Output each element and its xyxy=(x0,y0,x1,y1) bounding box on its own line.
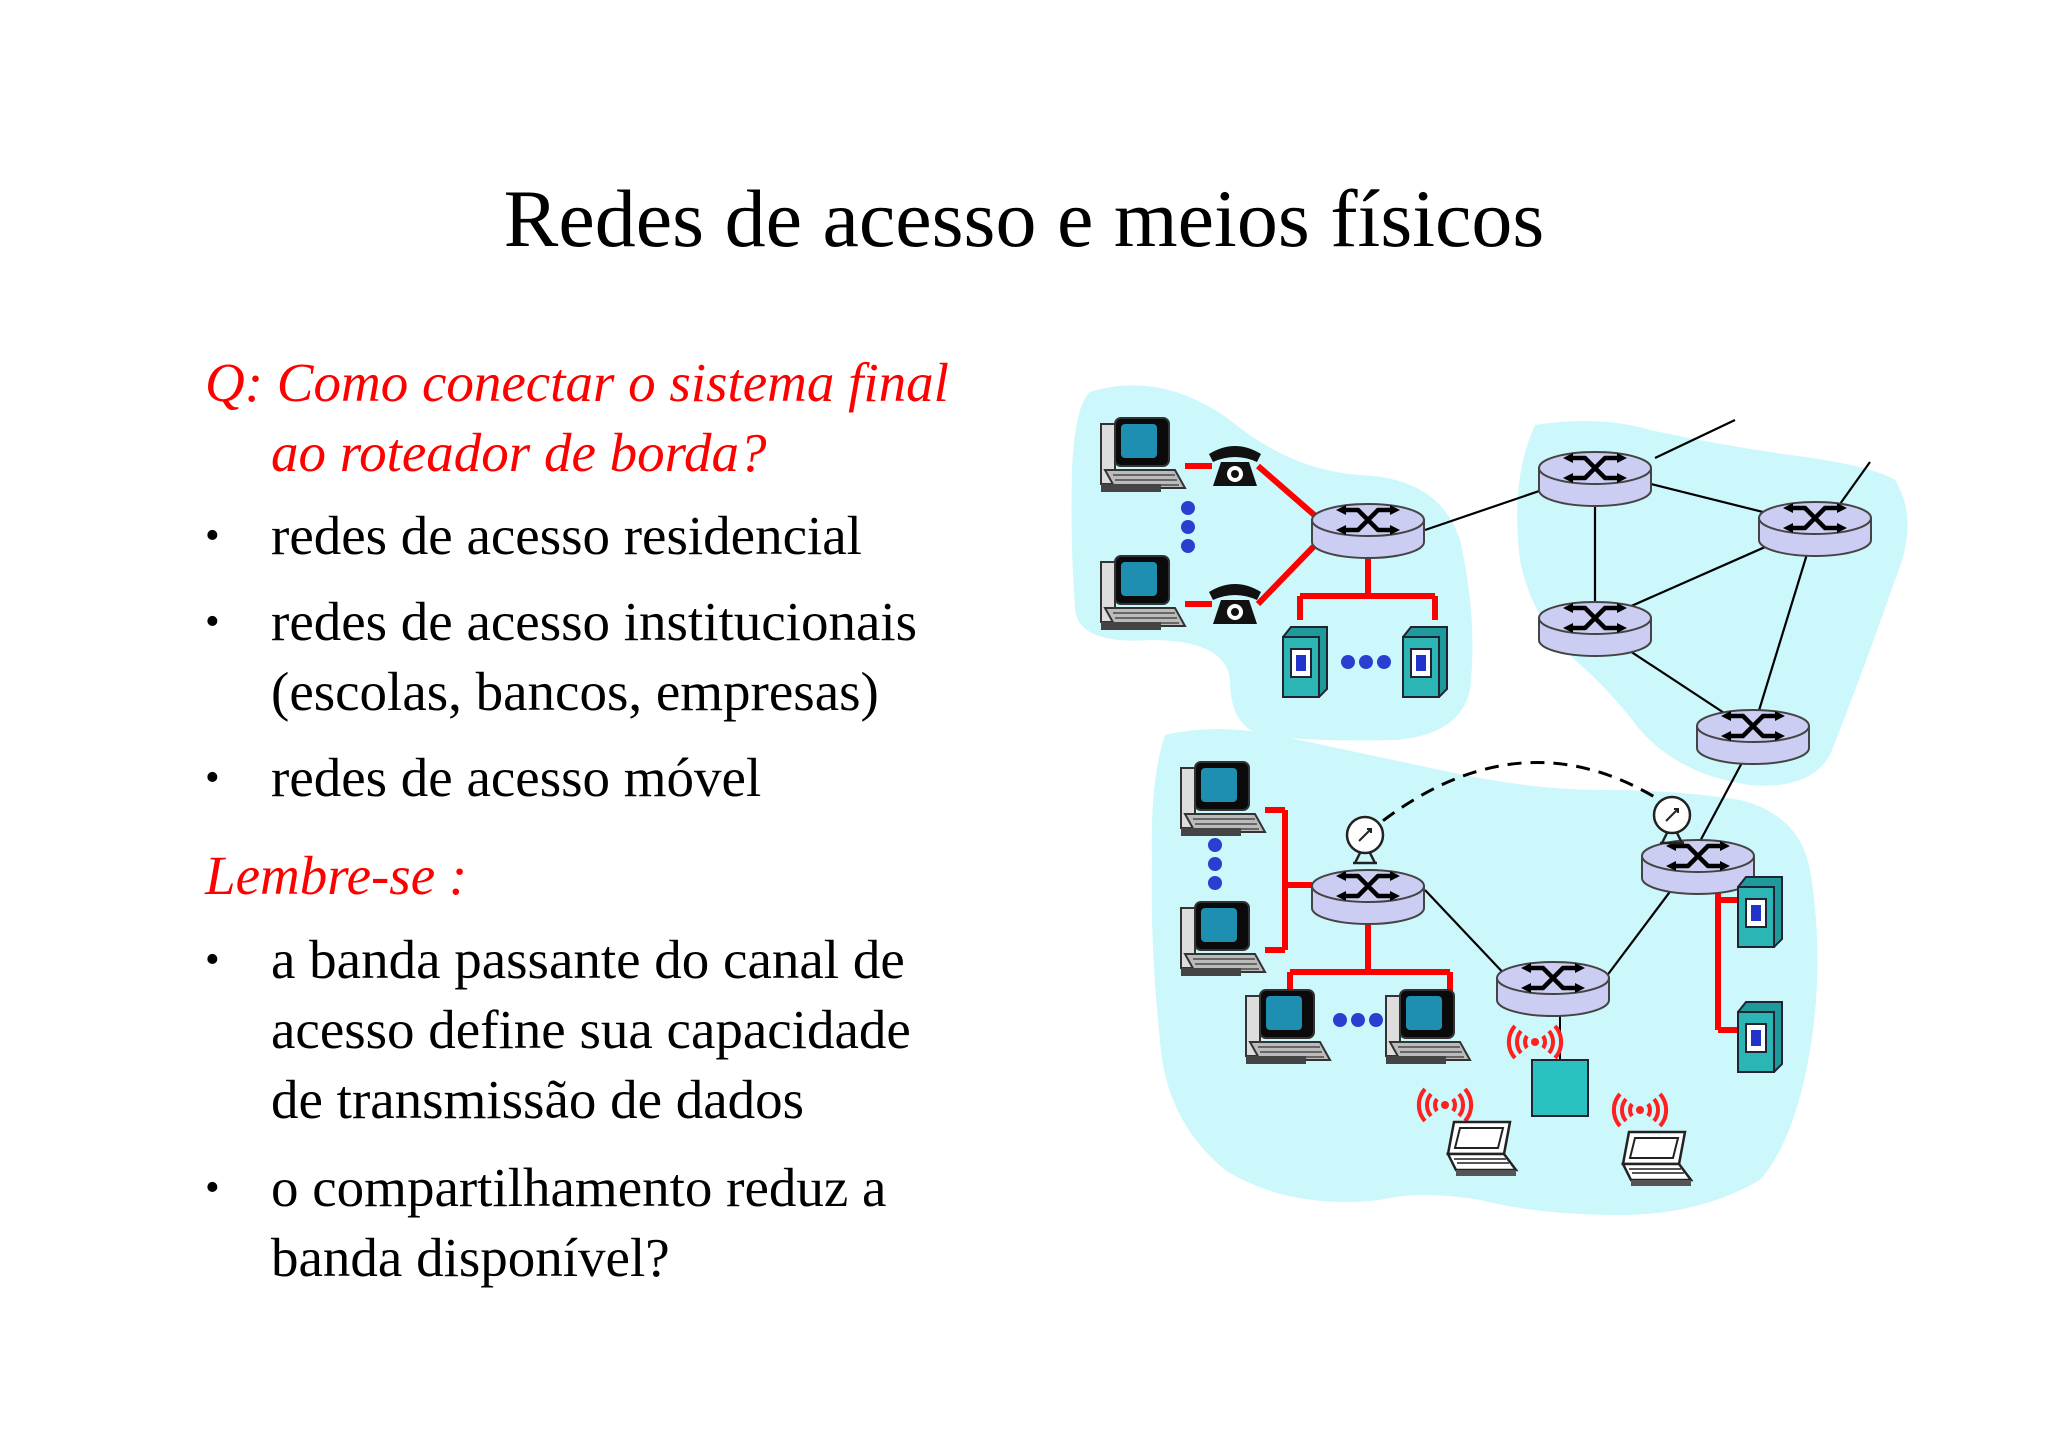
dots-icon xyxy=(1181,501,1195,553)
bullet-text-cont: de transmissão de dados xyxy=(271,1069,805,1130)
dots-icon xyxy=(1333,1013,1383,1027)
bullet-residential: • redes de acesso residencial xyxy=(205,501,1055,571)
server-icon xyxy=(1737,1001,1783,1073)
bullet-text: a banda passante do canal de xyxy=(271,929,905,990)
router-icon xyxy=(1642,840,1754,894)
laptop-icon xyxy=(1621,1130,1693,1188)
dots-icon xyxy=(1341,655,1391,669)
text-column: Q: Como conectar o sistema final ao rote… xyxy=(205,348,1055,1293)
bullet-dot: • xyxy=(205,1165,220,1211)
router-icon xyxy=(1497,962,1609,1016)
bullet-text: redes de acesso móvel xyxy=(271,747,762,808)
bullet-dot: • xyxy=(205,937,220,983)
question-line-2: ao roteador de borda? xyxy=(271,422,767,483)
bullet-text: o compartilhamento reduz a xyxy=(271,1157,887,1218)
bullet-list-bottom: • a banda passante do canal de acesso de… xyxy=(205,925,1055,1293)
bullet-bandwidth: • a banda passante do canal de acesso de… xyxy=(205,925,1055,1135)
remember-heading: Lembre-se : xyxy=(205,845,468,906)
bullet-text: redes de acesso residencial xyxy=(271,505,862,566)
bullet-list-top: • redes de acesso residencial • redes de… xyxy=(205,501,1055,813)
satellite-link xyxy=(1364,761,1673,837)
bullet-text-cont: (escolas, bancos, empresas) xyxy=(271,661,879,722)
server-icon xyxy=(1282,626,1328,698)
laptop-icon xyxy=(1446,1120,1518,1178)
dots-icon xyxy=(1208,838,1222,890)
question: Q: Como conectar o sistema final ao rote… xyxy=(205,348,1055,488)
router-icon xyxy=(1312,504,1424,558)
bullet-mobile: • redes de acesso móvel xyxy=(205,743,1055,813)
server-icon xyxy=(1737,876,1783,948)
router-icon xyxy=(1759,502,1871,556)
bullet-text-cont: banda disponível? xyxy=(271,1227,670,1288)
bullet-dot: • xyxy=(205,599,220,645)
router-icon xyxy=(1539,602,1651,656)
bullet-institutional: • redes de acesso institucionais (escola… xyxy=(205,587,1055,727)
router-icon xyxy=(1312,870,1424,924)
server-icon xyxy=(1402,626,1448,698)
slide-title: Redes de acesso e meios físicos xyxy=(503,173,1545,264)
bullet-sharing: • o compartilhamento reduz a banda dispo… xyxy=(205,1153,1055,1293)
router-icon xyxy=(1697,710,1809,764)
question-line-1: Q: Como conectar o sistema final xyxy=(205,352,949,413)
router-icon xyxy=(1539,452,1651,506)
access-links xyxy=(1185,463,1744,1033)
bullet-text-cont: acesso define sua capacidade xyxy=(271,999,911,1060)
bullet-dot: • xyxy=(205,755,220,801)
bullet-text: redes de acesso institucionais xyxy=(271,591,918,652)
access-point-icon xyxy=(1531,1059,1589,1117)
bullet-dot: • xyxy=(205,513,220,559)
